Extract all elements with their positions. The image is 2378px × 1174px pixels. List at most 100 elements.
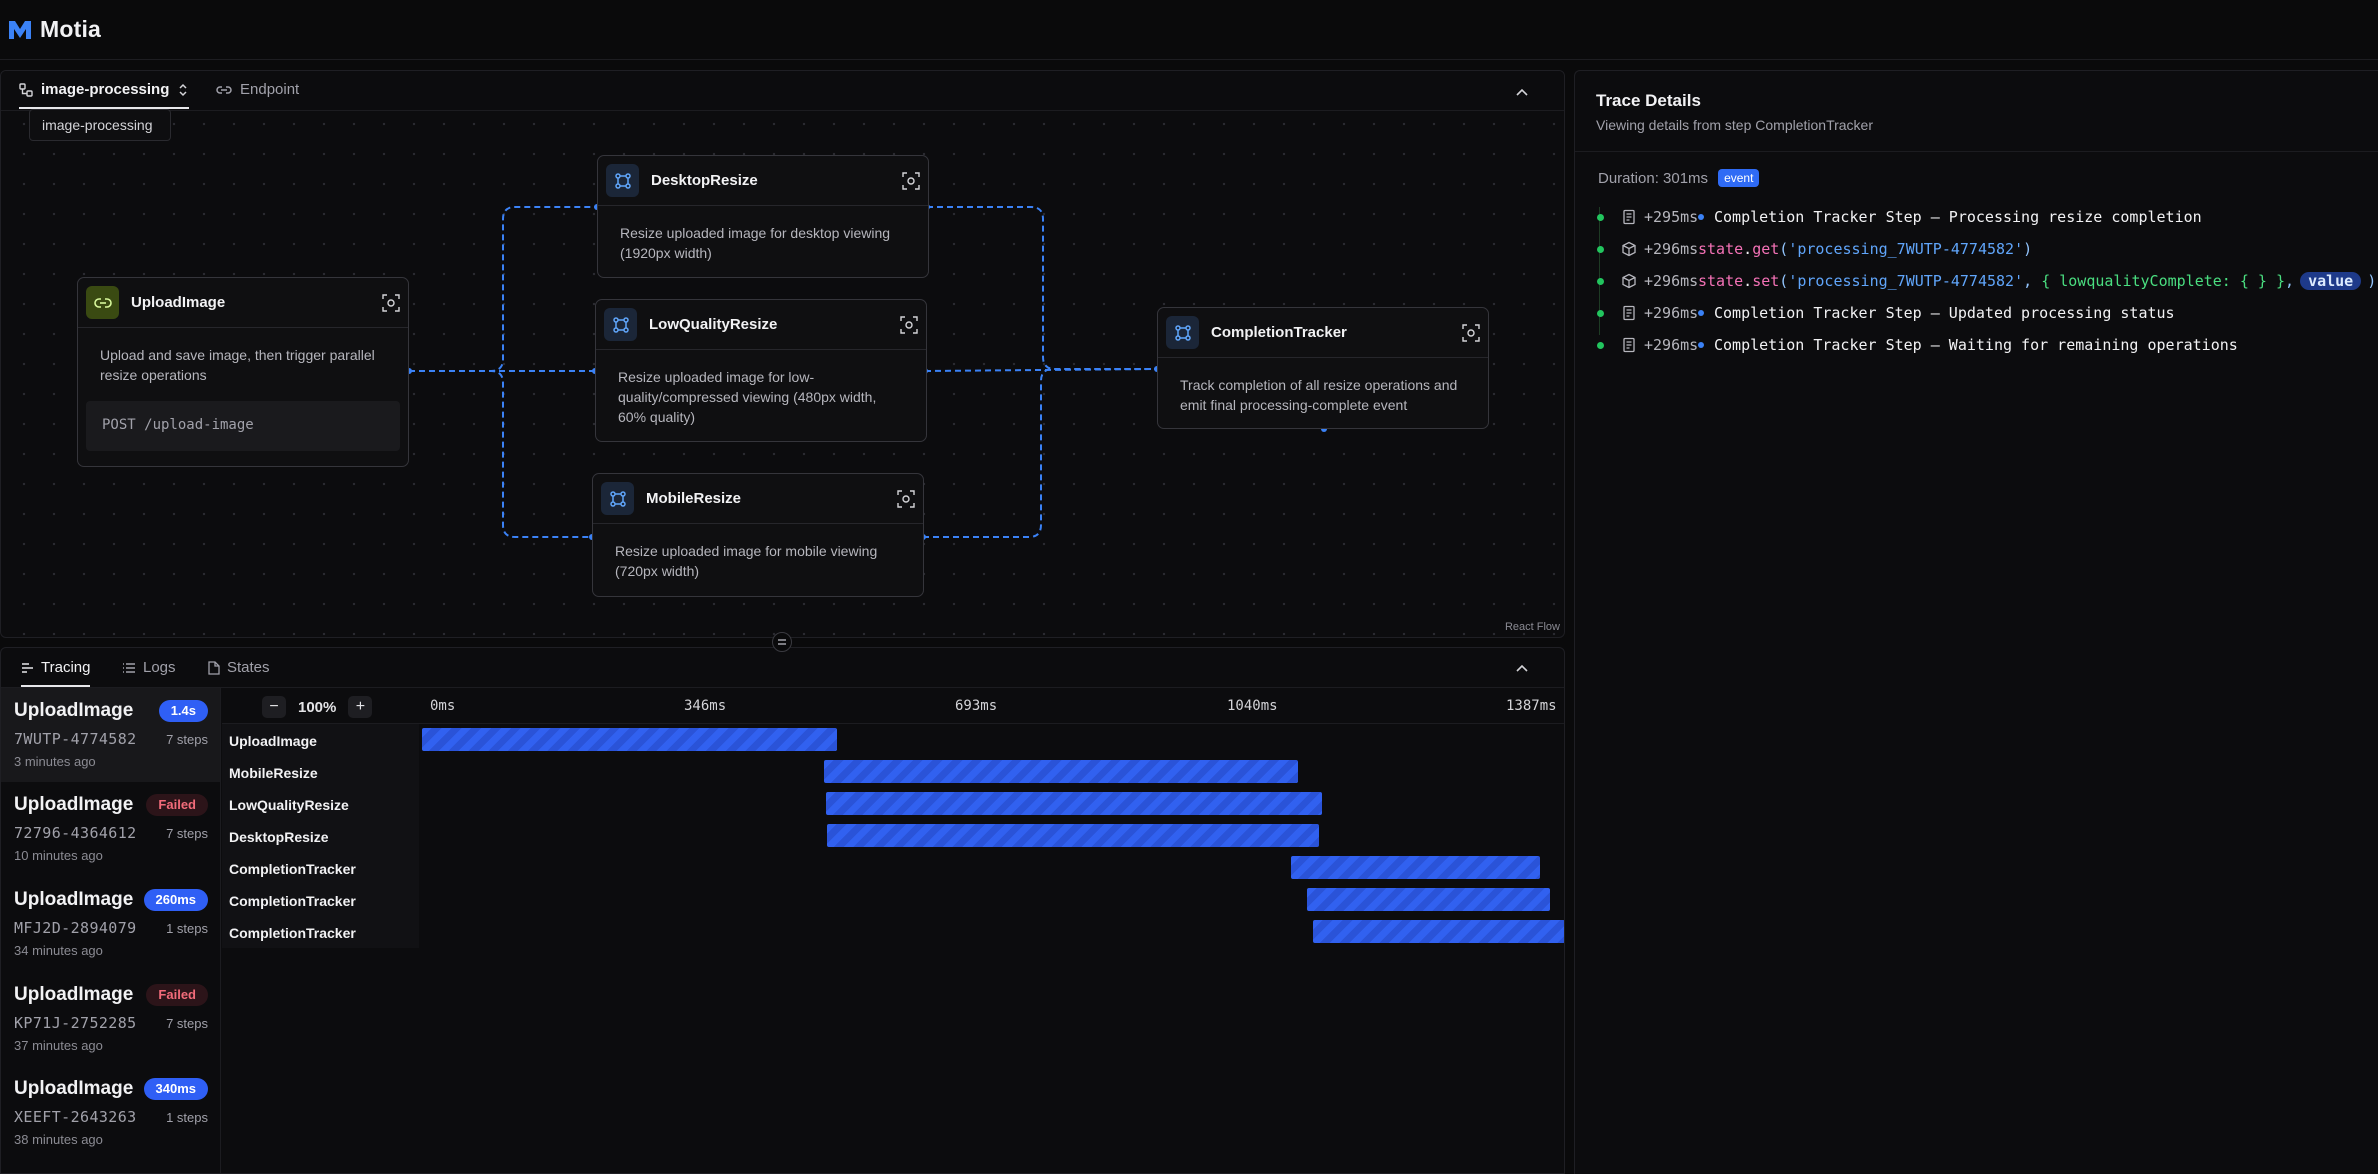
tab-tracing[interactable]: Tracing [21, 659, 91, 687]
tab-logs-label: Logs [143, 659, 176, 676]
node-mobile-resize[interactable]: MobileResize Resize uploaded image for m… [592, 473, 924, 597]
brand[interactable]: Motia [8, 16, 101, 43]
log-text: Completion Tracker Step – Processing res… [1714, 208, 2202, 226]
log-time: +296ms [1644, 240, 1699, 258]
trace-name: UploadImage [14, 794, 134, 815]
value-chip[interactable]: value [2300, 272, 2362, 290]
trace-item[interactable]: UploadImage 1.4s 7WUTP-4774582 7 steps 3… [1, 688, 220, 782]
trace-id: 72796-4364612 [14, 824, 137, 842]
react-flow-attribution[interactable]: React Flow [1504, 621, 1560, 633]
node-header: DesktopResize [598, 156, 928, 206]
log-dot [1597, 342, 1604, 349]
node-title: LowQualityResize [649, 316, 778, 333]
trace-time: 3 minutes ago [14, 754, 96, 769]
trace-item[interactable]: UploadImage 260ms MFJ2D-2894079 1 steps … [1, 877, 220, 971]
drag-handle-icon [778, 639, 786, 645]
span-label: DesktopResize [229, 829, 329, 845]
node-header: LowQualityResize [596, 300, 926, 350]
trace-duration-badge: 340ms [143, 1078, 208, 1100]
chevron-up-icon [1516, 664, 1528, 672]
bottom-panel: Tracing Logs States UploadImage 1.4s 7WU… [0, 647, 1565, 1174]
log-icon [1623, 209, 1635, 225]
timeline-tick: 0ms [430, 698, 456, 714]
tab-tracing-label: Tracing [41, 659, 91, 676]
span-bar[interactable] [422, 728, 837, 751]
event-step-icon-wrap [604, 308, 637, 341]
node-desktop-resize[interactable]: DesktopResize Resize uploaded image for … [597, 155, 929, 278]
state-box-icon [1622, 273, 1636, 289]
focus-icon[interactable] [900, 315, 918, 334]
collapse-flow-button[interactable] [1511, 81, 1533, 103]
chevron-up-icon [1516, 88, 1528, 96]
tab-logs[interactable]: Logs [122, 659, 176, 676]
flow-header: image-processing Endpoint [1, 71, 1564, 111]
log-message: state.set('processing_7WUTP-4774582', { … [1698, 272, 2377, 290]
timeline-span-labels: UploadImage MobileResize LowQualityResiz… [222, 724, 419, 948]
event-step-icon [609, 490, 626, 507]
node-description: Resize uploaded image for mobile viewing… [615, 543, 878, 579]
focus-icon[interactable] [1462, 323, 1480, 342]
trace-name: UploadImage [14, 700, 134, 721]
span-label: MobileResize [229, 765, 318, 781]
trace-steps: 7 steps [166, 1016, 208, 1031]
flow-dropdown-option[interactable]: image-processing [29, 109, 171, 141]
trace-item[interactable]: UploadImage Failed KP71J-2752285 7 steps… [1, 972, 220, 1066]
focus-icon[interactable] [382, 293, 400, 312]
node-lowquality-resize[interactable]: LowQualityResize Resize uploaded image f… [595, 299, 927, 442]
log-timeline-rail [1599, 207, 1600, 335]
list-icon [123, 662, 135, 673]
node-completion-tracker[interactable]: CompletionTracker Track completion of al… [1157, 307, 1489, 429]
zoom-out-button[interactable]: − [262, 696, 286, 718]
edge-desktop-tracker [927, 206, 1157, 370]
node-upload-image[interactable]: UploadImage Upload and save image, then … [77, 277, 409, 467]
event-step-icon [612, 316, 629, 333]
focus-icon[interactable] [902, 171, 920, 190]
flow-icon [19, 82, 33, 97]
trace-steps: 1 steps [166, 1110, 208, 1125]
trace-item[interactable]: UploadImage Failed 72796-4364612 7 steps… [1, 782, 220, 876]
zoom-in-button[interactable]: + [348, 696, 373, 718]
trace-time: 34 minutes ago [14, 943, 103, 958]
collapse-bottom-button[interactable] [1511, 657, 1533, 679]
edge-mobile-tracker [923, 368, 1157, 538]
node-description: Resize uploaded image for desktop viewin… [620, 225, 891, 261]
code-function: get [1752, 240, 1780, 258]
link-icon [93, 297, 112, 308]
level-dot [1698, 310, 1704, 316]
edge-lowquality-tracker [924, 368, 1158, 372]
log-message: Completion Tracker Step – Processing res… [1698, 208, 2202, 226]
flow-canvas[interactable]: image-processing Endpoint image-processi… [0, 70, 1565, 638]
trace-name: UploadImage [14, 984, 134, 1005]
span-bar[interactable] [1307, 888, 1551, 911]
flow-selector[interactable]: image-processing [19, 81, 190, 109]
state-box-icon [1622, 241, 1636, 257]
node-title: CompletionTracker [1211, 324, 1347, 341]
event-badge: event [1718, 169, 1760, 187]
panel-resize-handle[interactable] [772, 632, 792, 652]
chevron-updown-icon [179, 83, 187, 96]
focus-icon[interactable] [897, 489, 915, 508]
trace-details-panel: Trace Details Viewing details from step … [1574, 70, 2378, 1174]
motia-logo-icon [9, 20, 31, 39]
span-label: LowQualityResize [229, 797, 349, 813]
timeline-tick: 1040ms [1227, 698, 1278, 714]
span-bar[interactable] [824, 760, 1298, 783]
tab-endpoint[interactable]: Endpoint [216, 81, 299, 98]
log-message: Completion Tracker Step – Waiting for re… [1698, 336, 2238, 354]
code-argument: 'processing_7WUTP-4774582' [1788, 240, 2024, 258]
trace-item[interactable]: UploadImage 340ms XEEFT-2643263 1 steps … [1, 1066, 220, 1160]
span-bar[interactable] [1312, 920, 1564, 943]
span-bar[interactable] [825, 792, 1322, 815]
log-time: +295ms [1644, 208, 1699, 226]
node-description: Resize uploaded image for low-quality/co… [618, 369, 877, 425]
log-dot [1597, 214, 1604, 221]
node-route: POST /upload-image [86, 401, 400, 451]
code-object-literal: { lowqualityComplete: { } } [2041, 272, 2286, 290]
edge-upload-desktop [409, 206, 597, 372]
node-title: DesktopResize [651, 172, 758, 189]
timeline-tick: 346ms [684, 698, 727, 714]
span-label: CompletionTracker [229, 925, 356, 941]
tab-states[interactable]: States [208, 659, 270, 676]
span-bar[interactable] [827, 824, 1320, 847]
span-bar[interactable] [1290, 856, 1541, 879]
